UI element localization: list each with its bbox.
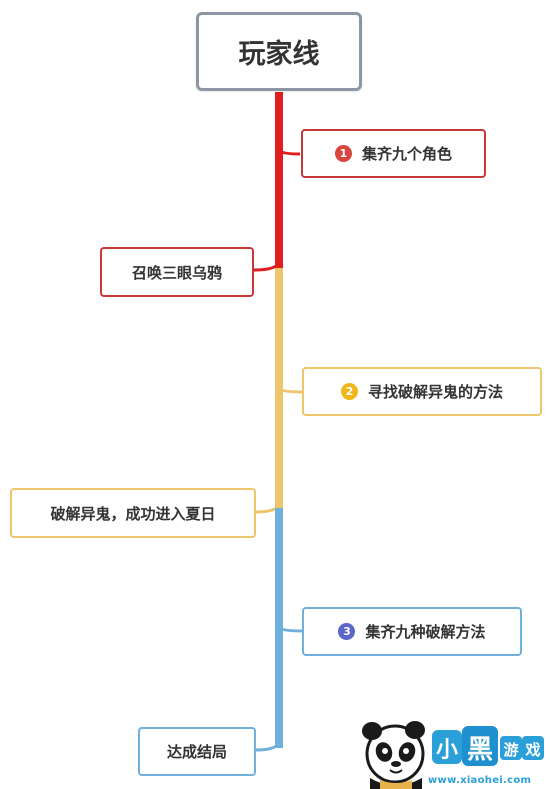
svg-text:黑: 黑: [467, 735, 493, 765]
root-node-label: 玩家线: [238, 39, 320, 70]
svg-text:游: 游: [503, 741, 518, 759]
leaf-label: 召唤三眼乌鸦: [131, 263, 222, 282]
leaf-break-white-walkers-enter-summer: 破解异鬼，成功进入夏日: [10, 488, 256, 538]
badge-3-icon: 3: [338, 623, 356, 640]
leaf-summon-three-eyed-raven: 召唤三眼乌鸦: [100, 247, 254, 297]
badge-1-icon: 1: [334, 145, 352, 162]
root-node-title: 玩家线: [196, 12, 362, 91]
branch-blue-1: [277, 626, 303, 633]
node-label: 寻找破解异鬼的方法: [367, 383, 503, 401]
svg-text:戏: 戏: [524, 741, 540, 759]
branch-red-1: [277, 149, 301, 156]
leaf-reach-ending: 达成结局: [138, 727, 256, 776]
svg-text:小: 小: [436, 738, 458, 763]
node-label: 集齐九种破解方法: [365, 623, 486, 641]
branch-yellow-2: [255, 503, 281, 514]
node-label: 集齐九个角色: [361, 145, 452, 163]
branch-yellow-1: [277, 387, 303, 394]
watermark-url: www.xiaohei.com: [428, 775, 532, 786]
leaf-label: 达成结局: [166, 743, 227, 761]
xiaohei-logo-watermark: 小 黑 游 戏: [362, 721, 544, 789]
node-collect-nine-solutions: 3 集齐九种破解方法: [302, 607, 522, 656]
node-collect-nine-roles: 1 集齐九个角色: [301, 129, 486, 178]
branch-red-2: [253, 261, 281, 272]
node-find-ways-to-break-white-walkers: 2 寻找破解异鬼的方法: [302, 367, 542, 416]
leaf-label: 破解异鬼，成功进入夏日: [50, 504, 216, 523]
branch-blue-2: [255, 741, 281, 752]
badge-2-icon: 2: [340, 383, 358, 400]
